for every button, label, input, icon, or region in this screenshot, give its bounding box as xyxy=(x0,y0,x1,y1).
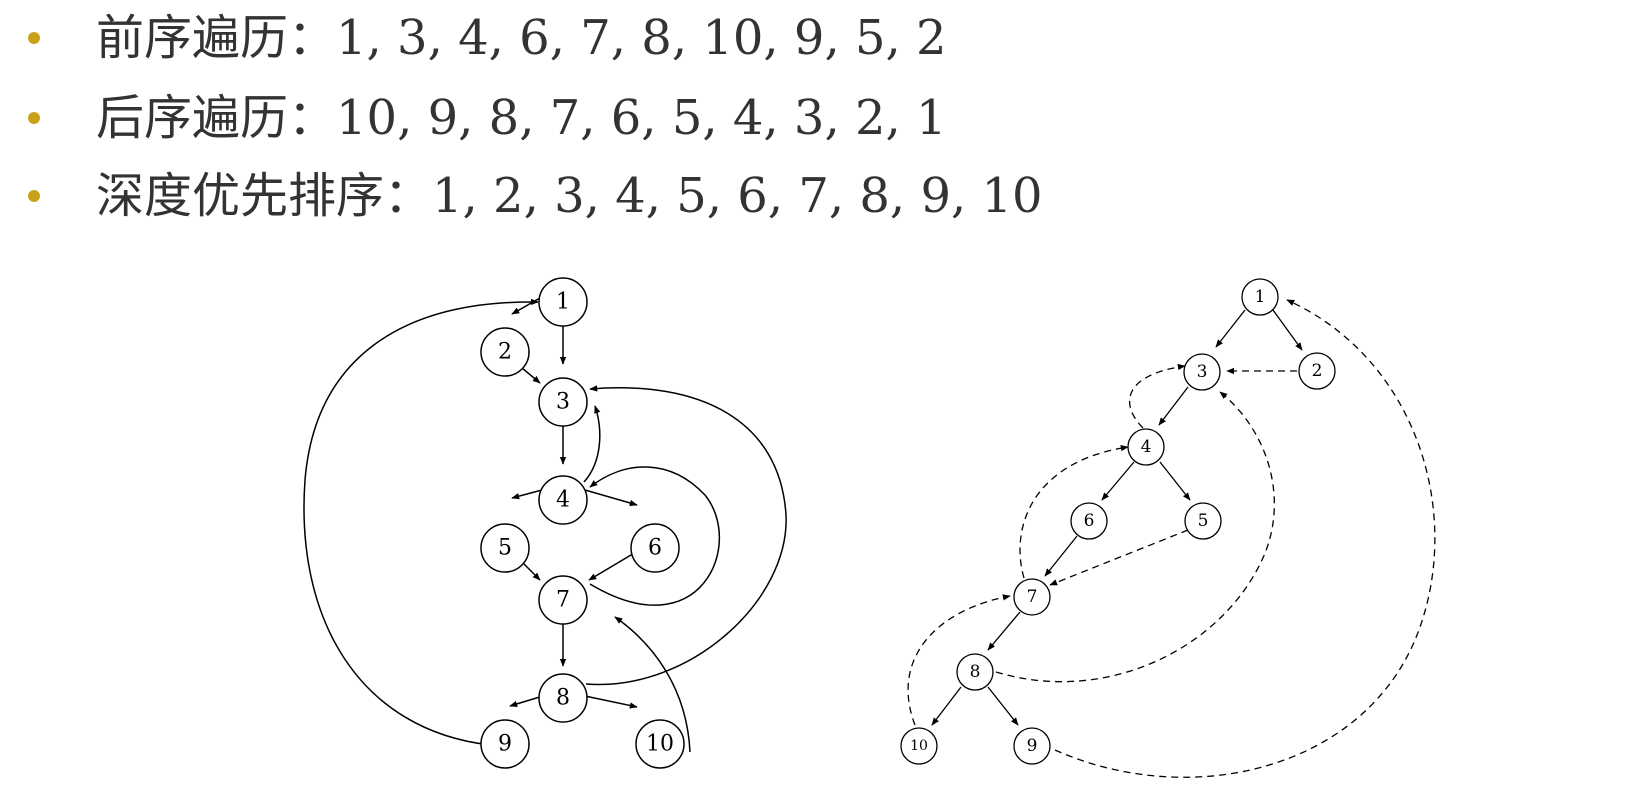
bullet-row-2: 后序遍历：10, 9, 8, 7, 6, 5, 4, 3, 2, 1 xyxy=(28,88,947,148)
bullet-row-1: 前序遍历：1, 3, 4, 6, 7, 8, 10, 9, 5, 2 xyxy=(28,8,947,68)
left-node-label: 4 xyxy=(556,488,570,513)
right-edge-4-6 xyxy=(1101,461,1135,501)
right-edge-4-5 xyxy=(1159,461,1191,501)
left-node-9 xyxy=(480,719,530,769)
left-node-label: 9 xyxy=(498,732,512,757)
right-node-label: 9 xyxy=(1027,736,1038,756)
right-edge-6-7 xyxy=(1044,535,1078,577)
bullet-row-3: 深度优先排序：1, 2, 3, 4, 5, 6, 7, 8, 9, 10 xyxy=(28,166,1043,226)
left-flow-graph xyxy=(303,297,787,753)
right-node-7 xyxy=(1013,578,1051,616)
right-node-1 xyxy=(1241,278,1279,316)
left-edge-1-2 xyxy=(511,297,541,315)
left-edge-6-7 xyxy=(588,551,637,581)
right-node-label: 8 xyxy=(970,662,981,682)
left-node-10 xyxy=(635,719,685,769)
left-node-label: 10 xyxy=(646,732,674,757)
left-node-label: 5 xyxy=(498,536,512,561)
right-edge-8-10 xyxy=(931,686,962,726)
left-node-7 xyxy=(538,575,588,625)
right-node-9 xyxy=(1013,727,1051,765)
right-node-2 xyxy=(1298,352,1336,390)
left-node-4 xyxy=(538,475,588,525)
right-node-4 xyxy=(1127,428,1165,466)
right-dashed-5-7 xyxy=(1049,529,1189,586)
bullet-dot-icon xyxy=(28,112,40,124)
right-node-label: 2 xyxy=(1312,361,1323,381)
right-edge-1-3 xyxy=(1215,309,1246,348)
right-dashed-7-4 xyxy=(1019,444,1129,579)
left-node-6 xyxy=(630,523,680,573)
left-back-9-1 xyxy=(303,298,539,746)
right-node-label: 3 xyxy=(1197,362,1208,382)
left-node-label: 3 xyxy=(556,390,570,415)
right-node-label: 1 xyxy=(1255,287,1266,307)
left-edge-4-5 xyxy=(511,489,543,500)
left-node-3 xyxy=(538,377,588,427)
left-node-label: 1 xyxy=(556,290,570,315)
dfs-order-text: 深度优先排序：1, 2, 3, 4, 5, 6, 7, 8, 9, 10 xyxy=(96,168,1043,224)
left-back-10-7 xyxy=(614,616,691,753)
right-dashed-10-7 xyxy=(907,594,1011,726)
right-nodes xyxy=(900,278,1336,765)
left-node-8 xyxy=(538,673,588,723)
right-node-label: 6 xyxy=(1084,511,1095,531)
left-node-5 xyxy=(480,523,530,573)
bullet-dot-icon xyxy=(28,190,40,202)
right-dashed-8-3 xyxy=(995,391,1275,683)
left-node-label: 6 xyxy=(648,536,662,561)
left-nodes xyxy=(480,277,685,769)
left-node-label: 2 xyxy=(498,340,512,365)
left-node-label: 7 xyxy=(556,588,570,613)
right-dashed-4-3 xyxy=(1129,363,1186,429)
right-edge-7-8 xyxy=(987,611,1021,651)
postorder-text: 后序遍历：10, 9, 8, 7, 6, 5, 4, 3, 2, 1 xyxy=(96,90,947,146)
right-node-label: 7 xyxy=(1027,587,1038,607)
left-back-8-3 xyxy=(585,385,787,686)
right-dfs-tree xyxy=(931,309,1303,726)
right-node-10 xyxy=(900,727,938,765)
right-edge-1-2 xyxy=(1272,309,1303,351)
left-edge-4-6 xyxy=(584,489,638,507)
right-back-edges xyxy=(907,299,1436,778)
left-edge-8-10 xyxy=(584,695,638,709)
right-dashed-9-1 xyxy=(1054,299,1436,778)
right-node-label: 10 xyxy=(910,738,928,754)
left-node-2 xyxy=(480,327,530,377)
right-node-8 xyxy=(956,653,994,691)
left-back-4-3 xyxy=(583,405,601,483)
left-node-label: 8 xyxy=(556,686,570,711)
right-edge-3-4 xyxy=(1158,386,1189,426)
bullet-dot-icon xyxy=(28,32,40,44)
left-edge-8-9 xyxy=(509,695,544,707)
right-node-5 xyxy=(1184,502,1222,540)
left-node-1 xyxy=(538,277,588,327)
right-edge-8-9 xyxy=(987,686,1019,726)
right-node-label: 5 xyxy=(1198,511,1209,531)
preorder-text: 前序遍历：1, 3, 4, 6, 7, 8, 10, 9, 5, 2 xyxy=(96,10,947,66)
right-node-3 xyxy=(1183,353,1221,391)
left-back-7-4 xyxy=(589,466,721,606)
right-node-6 xyxy=(1070,502,1108,540)
right-node-label: 4 xyxy=(1141,437,1152,457)
